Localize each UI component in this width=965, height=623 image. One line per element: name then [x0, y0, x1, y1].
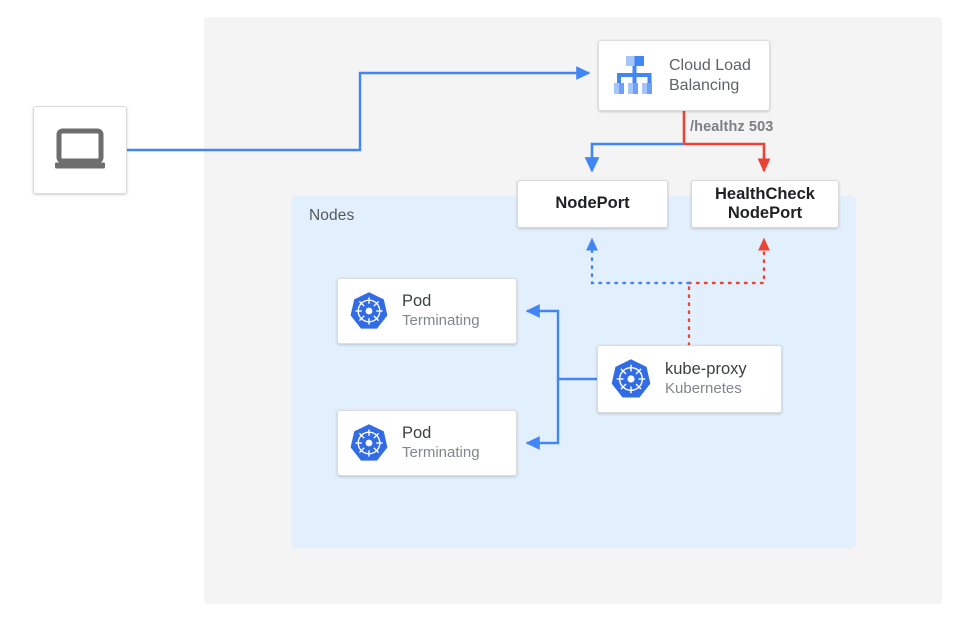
cloud-load-balancing-icon	[611, 54, 657, 98]
kube-proxy-card: kube-proxy Kubernetes	[597, 345, 782, 413]
healthcheck-nodeport-label: HealthCheck NodePort	[715, 185, 815, 224]
cloud-load-balancing-text: Cloud Load Balancing	[669, 56, 751, 96]
pod-text: Pod Terminating	[402, 423, 480, 462]
healthcheck-nodeport-line1: HealthCheck	[715, 184, 815, 203]
healthcheck-nodeport-line2: NodePort	[727, 204, 803, 222]
client-device-card	[33, 106, 127, 194]
nodeport-box: NodePort	[517, 180, 668, 228]
kube-proxy-subtitle: Kubernetes	[665, 379, 742, 397]
kubernetes-icon	[610, 358, 652, 400]
kube-proxy-name: kube-proxy	[665, 360, 747, 379]
pod-card: Pod Terminating	[337, 278, 517, 344]
kubernetes-icon	[349, 291, 389, 331]
pod-text: Pod Terminating	[402, 291, 480, 330]
pod-card: Pod Terminating	[337, 410, 517, 476]
cloud-load-balancing-line1: Cloud Load	[669, 56, 751, 74]
cloud-load-balancing-line2: Balancing	[669, 76, 740, 94]
pod-status: Terminating	[402, 443, 480, 461]
pod-name: Pod	[402, 424, 432, 443]
healthcheck-nodeport-box: HealthCheck NodePort	[691, 180, 839, 228]
kube-proxy-text: kube-proxy Kubernetes	[665, 359, 747, 398]
nodes-panel-label: Nodes	[309, 207, 355, 224]
cloud-load-balancing-card: Cloud Load Balancing	[598, 40, 770, 111]
pod-name: Pod	[402, 292, 432, 311]
laptop-icon	[54, 128, 106, 172]
pod-status: Terminating	[402, 311, 480, 329]
nodeport-label: NodePort	[555, 194, 630, 213]
healthz-status-label: /healthz 503	[690, 119, 774, 135]
kubernetes-icon	[349, 423, 389, 463]
